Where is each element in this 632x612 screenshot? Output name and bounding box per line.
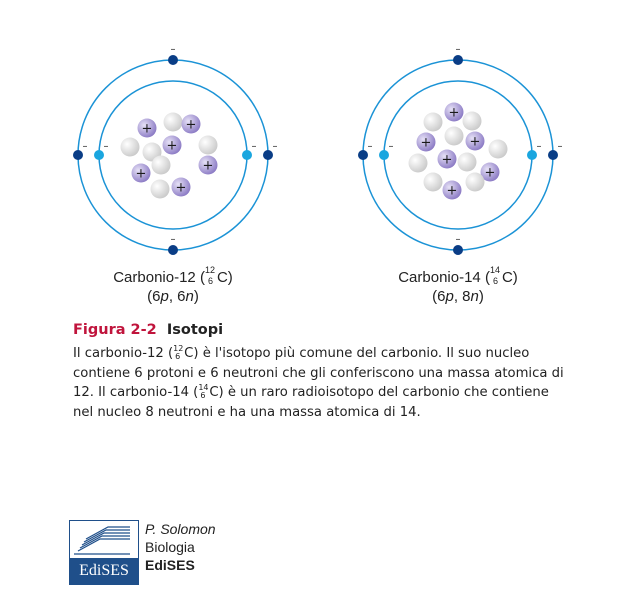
proton [137, 118, 157, 138]
proton [465, 131, 485, 151]
electron-sign: – [104, 141, 109, 152]
proton-sign: + [470, 135, 481, 150]
atom-composition: (6p, 8n) [432, 288, 484, 305]
electron-sign: – [389, 141, 394, 152]
proton-sign: + [485, 166, 496, 181]
electron [453, 55, 463, 65]
proton-sign: + [449, 106, 460, 121]
proton [181, 114, 201, 134]
publisher-logo: EdiSES [69, 520, 139, 585]
electron [168, 245, 178, 255]
proton-sign: + [186, 118, 197, 133]
book-author: P. Solomon [145, 521, 216, 537]
atom-composition: (6p, 6n) [147, 288, 199, 305]
electron [94, 150, 104, 160]
electron [242, 150, 252, 160]
proton-sign: + [421, 136, 432, 151]
electron [168, 55, 178, 65]
neutron [423, 172, 443, 192]
proton-sign: + [136, 167, 147, 182]
electron [453, 245, 463, 255]
electron-sign: – [252, 141, 257, 152]
electron-sign: – [368, 141, 373, 152]
neutron [198, 135, 218, 155]
proton [131, 163, 151, 183]
electron-sign: – [537, 141, 542, 152]
electron-sign: – [171, 234, 176, 245]
atom-carbon-12: + + + + + + – – – – – – [73, 44, 278, 255]
proton [442, 180, 462, 200]
proton-sign: + [142, 122, 153, 137]
neutron [151, 155, 171, 175]
electron-sign: – [558, 141, 563, 152]
electron [548, 150, 558, 160]
proton-sign: + [442, 153, 453, 168]
proton [437, 149, 457, 169]
neutron [408, 153, 428, 173]
electron-sign: – [273, 141, 278, 152]
proton [416, 132, 436, 152]
inner-orbit [383, 80, 533, 230]
atom-carbon-14: + + + + + + – – – – – – [358, 44, 563, 255]
proton-sign: + [203, 159, 214, 174]
neutron [423, 112, 443, 132]
proton [198, 155, 218, 175]
electron [73, 150, 83, 160]
neutron [462, 111, 482, 131]
electron [527, 150, 537, 160]
proton-sign: + [176, 181, 187, 196]
book-publisher: EdiSES [145, 557, 195, 573]
proton [171, 177, 191, 197]
electron-sign: – [456, 234, 461, 245]
book-icon [74, 526, 130, 555]
neutron [150, 179, 170, 199]
proton-sign: + [167, 139, 178, 154]
figure-title: Figura 2-2 Isotopi [73, 322, 224, 338]
neutron [444, 126, 464, 146]
neutron [488, 139, 508, 159]
neutron [465, 172, 485, 192]
electron-sign: – [83, 141, 88, 152]
proton [162, 135, 182, 155]
electron [263, 150, 273, 160]
proton [480, 162, 500, 182]
electron-sign: – [456, 44, 461, 55]
proton-sign: + [447, 184, 458, 199]
electron-sign: – [171, 44, 176, 55]
inner-orbit [98, 80, 248, 230]
book-title: Biologia [145, 539, 195, 555]
electron [379, 150, 389, 160]
isotope-diagram: + + + + + + – – – – – – + + + + + + – – – – – – [73, 44, 563, 255]
neutron [120, 137, 140, 157]
electron [358, 150, 368, 160]
neutron [457, 152, 477, 172]
outer-orbit [77, 59, 269, 251]
neutron [163, 112, 183, 132]
outer-orbit [362, 59, 554, 251]
proton [444, 102, 464, 122]
